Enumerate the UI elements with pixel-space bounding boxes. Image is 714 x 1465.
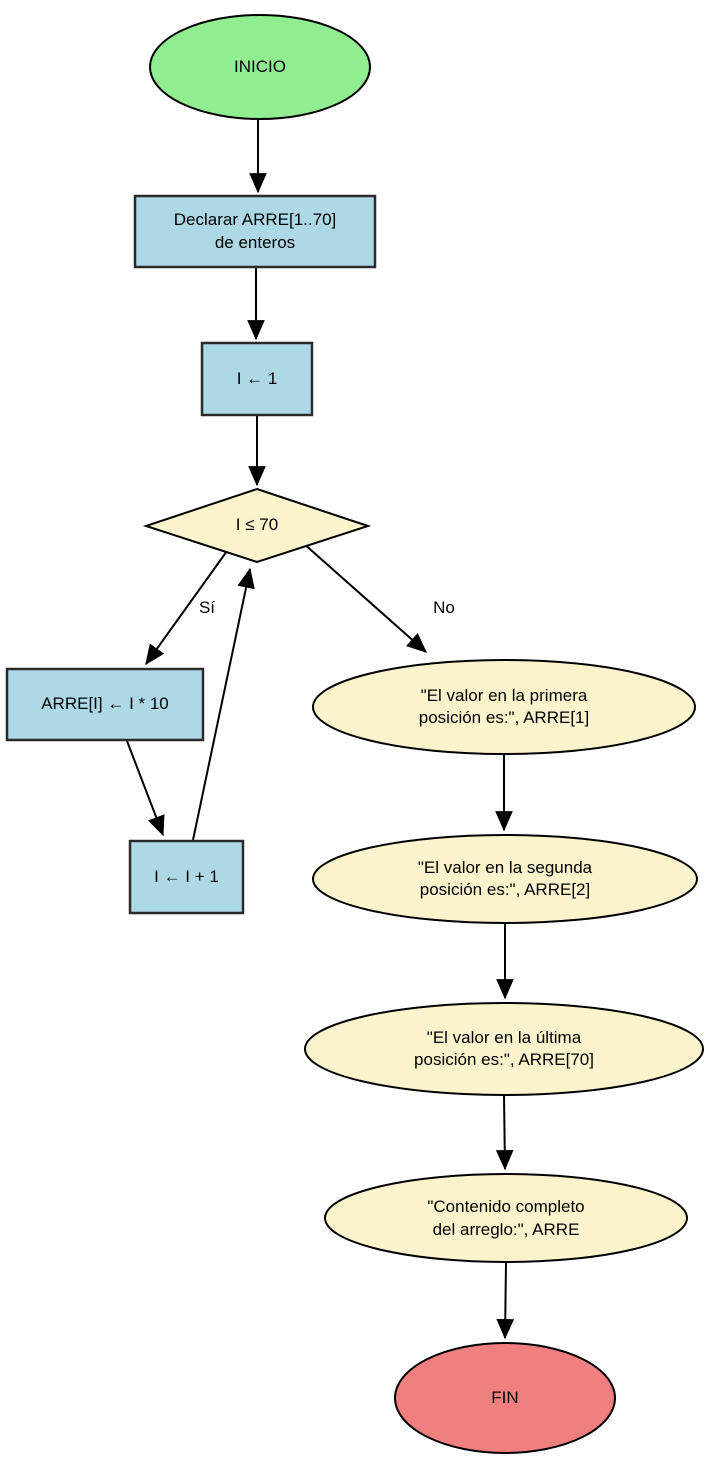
- edge-out4-end: [496, 1262, 515, 1340]
- output-last-node-shape: [304, 1002, 704, 1096]
- output-second-node-shape: [312, 834, 698, 924]
- init-i-node-shape: [200, 341, 314, 417]
- edge-assign-incr: [126, 740, 165, 837]
- start-node-shape: [149, 14, 371, 120]
- edge-incr-cond-return: [192, 567, 255, 841]
- output-first-node-shape: [312, 659, 696, 755]
- loop-condition-node-shape: [142, 487, 372, 564]
- declare-array-node-shape: [133, 194, 377, 269]
- output-full-array-node-shape: [324, 1173, 688, 1263]
- increment-node-shape: [128, 839, 245, 915]
- edge-cond-assign-yes: [145, 550, 228, 666]
- edge-out3-out4: [495, 1094, 514, 1171]
- end-node-shape: [394, 1342, 616, 1454]
- edge-cond-out1-no: [302, 542, 427, 653]
- assign-node-shape: [5, 667, 205, 742]
